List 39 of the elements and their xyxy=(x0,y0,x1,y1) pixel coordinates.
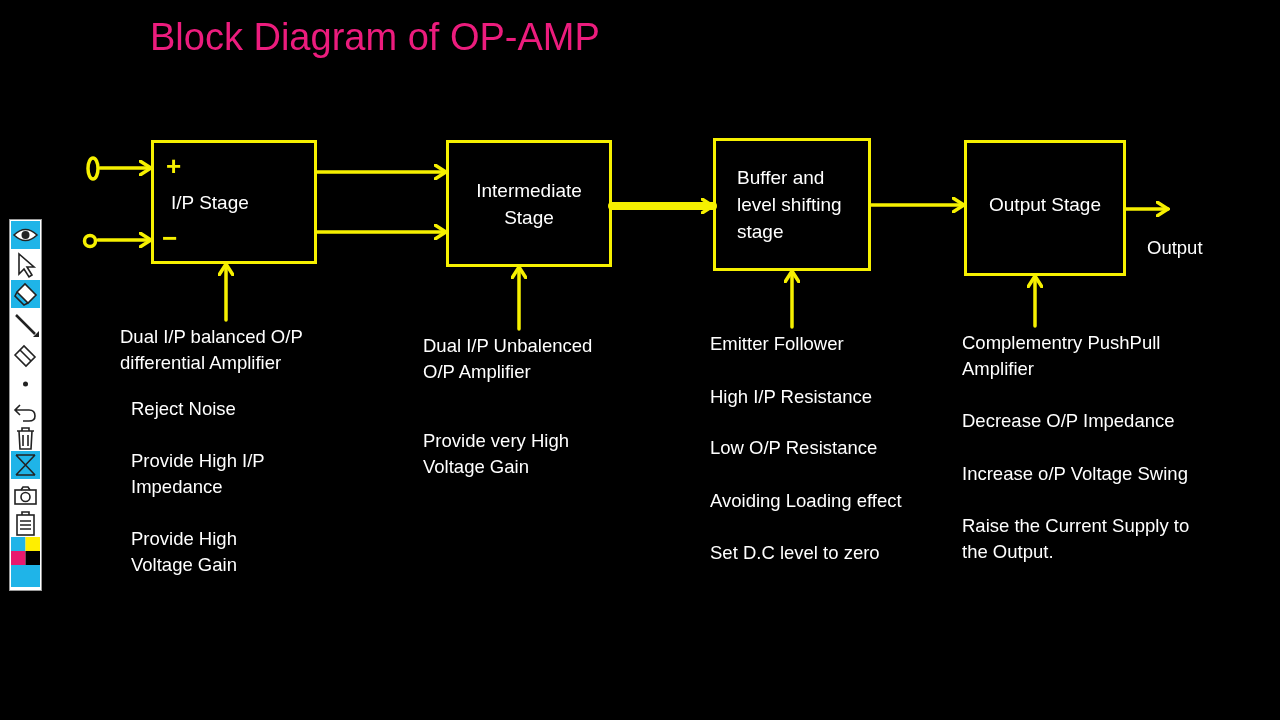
arrow xyxy=(96,231,153,249)
arrow xyxy=(315,223,448,241)
arrow xyxy=(608,197,717,215)
stage-block xyxy=(151,140,317,264)
feature-note: Increase o/P Voltage Swing xyxy=(962,462,1189,486)
polarity-sign: − xyxy=(162,225,178,251)
feature-note: Low O/P Resistance xyxy=(710,436,879,460)
feature-note: Provide High I/P Impedance xyxy=(131,449,266,499)
feature-note: Avoiding Loading effect xyxy=(710,489,903,513)
function-description: Dual I/P Unbalenced O/P Amplifier xyxy=(423,333,623,385)
polarity-sign: + xyxy=(166,153,182,179)
feature-note: Provide High Voltage Gain xyxy=(131,527,238,577)
block-label: Buffer and level shifting stage xyxy=(737,166,843,244)
arrow xyxy=(98,159,153,177)
stage-block xyxy=(713,138,871,271)
block-label: Output Stage xyxy=(989,192,1101,217)
feature-note: Provide very High Voltage Gain xyxy=(423,429,570,479)
arrow xyxy=(869,196,966,214)
feature-note: Decrease O/P Impedance xyxy=(962,409,1176,433)
feature-note: Reject Noise xyxy=(131,397,237,421)
stage-block xyxy=(964,140,1126,276)
function-description: Complementry PushPull Amplifier xyxy=(962,330,1202,382)
function-description: Dual I/P balanced O/P differential Amplifier xyxy=(120,324,350,376)
input-terminal xyxy=(82,233,98,249)
block-label: I/P Stage xyxy=(171,190,249,215)
arrow xyxy=(510,265,528,331)
feature-note: High I/P Resistance xyxy=(710,385,874,409)
function-description: Emitter Follower xyxy=(710,331,910,357)
arrow xyxy=(315,163,448,181)
arrow xyxy=(217,262,235,322)
arrow xyxy=(783,269,801,329)
output-label: Output xyxy=(1147,236,1203,260)
block-label: Intermediate Stage xyxy=(475,178,583,230)
diagram-title: Block Diagram of OP-AMP xyxy=(150,16,600,59)
input-terminal xyxy=(86,156,100,181)
arrow xyxy=(1124,200,1170,218)
feature-note: Raise the Current Supply to the Output. xyxy=(962,514,1191,564)
arrow xyxy=(1026,274,1044,328)
stage-block xyxy=(446,140,612,267)
